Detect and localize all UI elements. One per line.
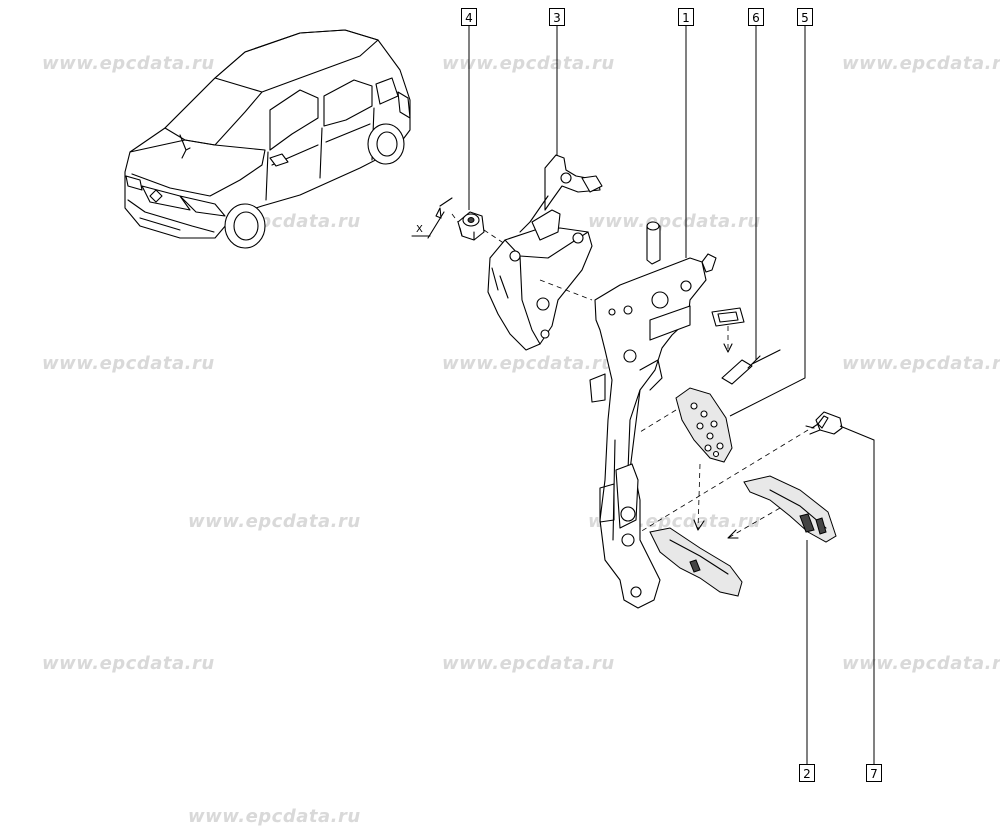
car-grille bbox=[141, 185, 191, 211]
callout-4[interactable]: 4 bbox=[461, 8, 477, 26]
watermark: www.epcdata.ru bbox=[42, 653, 215, 674]
part-5-pedal-rubber bbox=[675, 387, 733, 463]
car-body bbox=[124, 29, 411, 239]
car-bumper bbox=[127, 199, 215, 233]
x-marker-label: X bbox=[416, 224, 423, 235]
part-2-pedal-pad bbox=[649, 475, 837, 597]
car-illustration bbox=[124, 29, 411, 249]
callout-7[interactable]: 7 bbox=[866, 764, 882, 782]
part-7-bolt bbox=[639, 411, 843, 533]
callout-6[interactable]: 6 bbox=[748, 8, 764, 26]
car-front-wheel bbox=[224, 203, 266, 249]
watermark: www.epcdata.ru bbox=[442, 653, 615, 674]
part-3-sensor-assembly bbox=[487, 154, 603, 351]
part-1-pedal-bracket bbox=[589, 221, 717, 609]
car-headlight-left bbox=[179, 195, 226, 217]
watermark: www.epcdata.ru bbox=[842, 53, 1000, 74]
watermark: www.epcdata.ru bbox=[42, 353, 215, 374]
callout-1[interactable]: 1 bbox=[678, 8, 694, 26]
part-6-rivet bbox=[711, 307, 781, 385]
part-4-grommet bbox=[457, 211, 485, 241]
car-rear-wheel bbox=[367, 123, 405, 165]
watermark: www.epcdata.ru bbox=[442, 353, 615, 374]
car-mirror bbox=[269, 153, 289, 167]
watermark: www.epcdata.ru bbox=[442, 53, 615, 74]
callout-5[interactable]: 5 bbox=[797, 8, 813, 26]
watermark: www.epcdata.ru bbox=[42, 53, 215, 74]
car-roof bbox=[214, 29, 379, 93]
car-side-window-front bbox=[269, 89, 319, 151]
watermark: www.epcdata.ru bbox=[188, 511, 361, 532]
car-headlight-right bbox=[125, 175, 143, 191]
car-hood bbox=[129, 139, 266, 197]
callout-3[interactable]: 3 bbox=[549, 8, 565, 26]
watermark: www.epcdata.ru bbox=[842, 353, 1000, 374]
callout-2[interactable]: 2 bbox=[799, 764, 815, 782]
x-marker-line bbox=[411, 197, 459, 239]
watermark: www.epcdata.ru bbox=[842, 653, 1000, 674]
watermark: www.epcdata.ru bbox=[588, 211, 761, 232]
car-side-window-rear bbox=[323, 79, 373, 127]
leader-lines bbox=[468, 26, 875, 764]
